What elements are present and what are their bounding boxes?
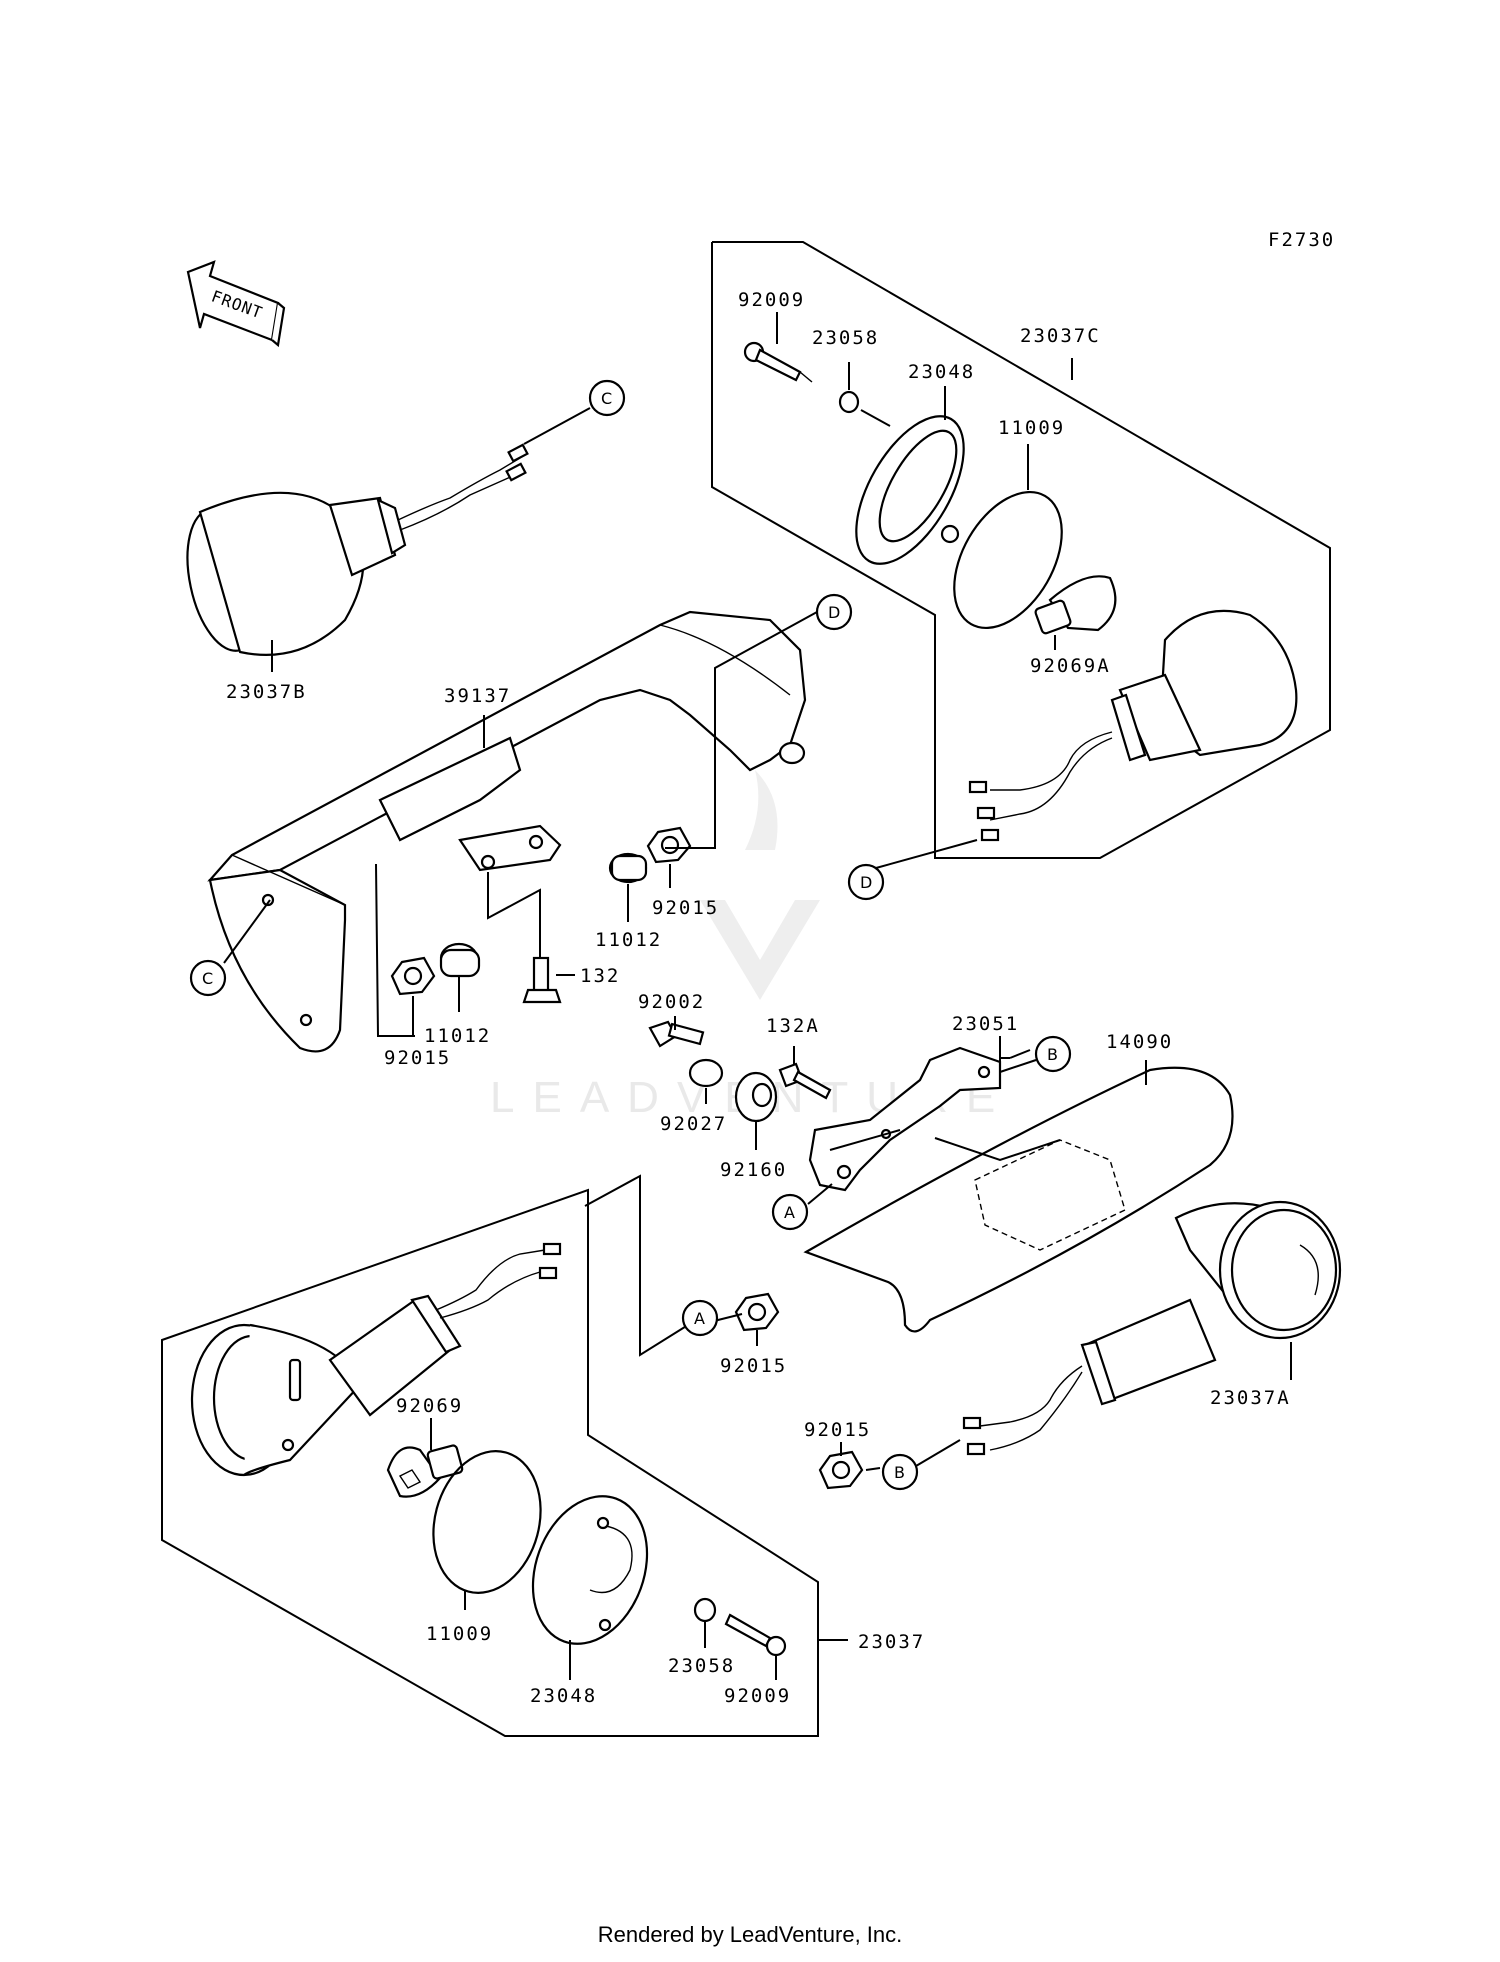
callout-a-low: A (681, 1299, 719, 1337)
svg-text:A: A (694, 1309, 705, 1328)
svg-text:D: D (828, 603, 840, 622)
bushing-11012-mid (608, 852, 648, 884)
nut-92015-b (818, 1450, 864, 1490)
bolt-132A (778, 1062, 832, 1100)
callout-d-top: D (815, 593, 853, 631)
svg-text:B: B (1047, 1045, 1058, 1064)
label-11009-top: 11009 (998, 417, 1065, 439)
gasket-11009-bot (432, 1450, 542, 1594)
label-92027: 92027 (660, 1113, 727, 1135)
svg-text:D: D (860, 873, 872, 892)
label-92015-mid: 92015 (652, 897, 719, 919)
svg-text:B: B (894, 1463, 905, 1482)
gasket-11009-top (953, 490, 1063, 630)
svg-text:A: A (784, 1203, 795, 1222)
label-92009-bot: 92009 (724, 1685, 791, 1707)
callout-b-top: B (1034, 1035, 1072, 1073)
leader-lines (223, 312, 1292, 1680)
turn-signal-23037 (190, 1242, 562, 1477)
label-132: 132 (580, 965, 620, 987)
label-11012-low: 11012 (424, 1025, 491, 1047)
group-outline-23037C (712, 241, 1331, 859)
callout-c-top: C (588, 379, 626, 417)
svg-text:C: C (601, 389, 612, 408)
label-23037C: 23037C (1020, 325, 1101, 347)
label-11012-mid: 11012 (595, 929, 662, 951)
label-11009-bot: 11009 (426, 1623, 493, 1645)
nut-92015-mid (646, 826, 692, 864)
label-23058-bot: 23058 (668, 1655, 735, 1677)
bracket-39137 (207, 610, 807, 1053)
label-23037A: 23037A (1210, 1387, 1291, 1409)
label-23037: 23037 (858, 1631, 925, 1653)
label-92069A: 92069A (1030, 655, 1111, 677)
part-labels: 92009 23058 23048 23037C 11009 92069A 23… (226, 289, 1291, 1707)
callout-b-bot: B (881, 1453, 919, 1491)
label-92015-low: 92015 (384, 1047, 451, 1069)
bushing-11012-low (439, 942, 481, 978)
washer-23058-bot (693, 1597, 717, 1623)
label-92002: 92002 (638, 991, 705, 1013)
callout-d-right: D (847, 863, 885, 901)
callout-a-mid: A (771, 1193, 809, 1231)
label-92009-top: 92009 (738, 289, 805, 311)
figure-code: F2730 (1268, 229, 1335, 251)
bulb-92069A (1034, 575, 1117, 635)
lens-rim-23048-top (855, 415, 965, 565)
label-23058-top: 23058 (812, 327, 879, 349)
screw-92009-bot (724, 1613, 787, 1657)
collar-92027 (688, 1058, 724, 1088)
nut-92015-low (390, 956, 436, 996)
label-23051: 23051 (952, 1013, 1019, 1035)
grommet-92160 (734, 1071, 778, 1123)
bulb-92069 (386, 1444, 464, 1498)
label-23048-bot: 23048 (530, 1685, 597, 1707)
label-14090: 14090 (1106, 1031, 1173, 1053)
label-92160: 92160 (720, 1159, 787, 1181)
label-92069: 92069 (396, 1395, 463, 1417)
label-39137: 39137 (444, 685, 511, 707)
lens-rim-23048-bot (531, 1495, 649, 1645)
turn-signal-23037A (962, 1200, 1342, 1456)
svg-text:C: C (202, 969, 213, 988)
turn-signal-23037C (968, 609, 1298, 842)
turn-signal-23037B (186, 443, 529, 656)
bolt-92002 (648, 1020, 705, 1048)
label-23037B: 23037B (226, 681, 307, 703)
label-23048-top: 23048 (908, 361, 975, 383)
washer-23058-top (838, 390, 860, 414)
label-92015-b: 92015 (804, 1419, 871, 1441)
bolt-132 (522, 956, 562, 1004)
nut-92015-a (734, 1292, 780, 1332)
screw-92009-top (743, 341, 813, 383)
label-92015-a: 92015 (720, 1355, 787, 1377)
callout-c-left: C (189, 959, 227, 997)
front-arrow-icon: FRONT (186, 260, 286, 348)
group-outline-23037 (161, 1188, 819, 1737)
label-132A: 132A (766, 1015, 820, 1037)
footer-credit: Rendered by LeadVenture, Inc. (597, 1922, 903, 1947)
